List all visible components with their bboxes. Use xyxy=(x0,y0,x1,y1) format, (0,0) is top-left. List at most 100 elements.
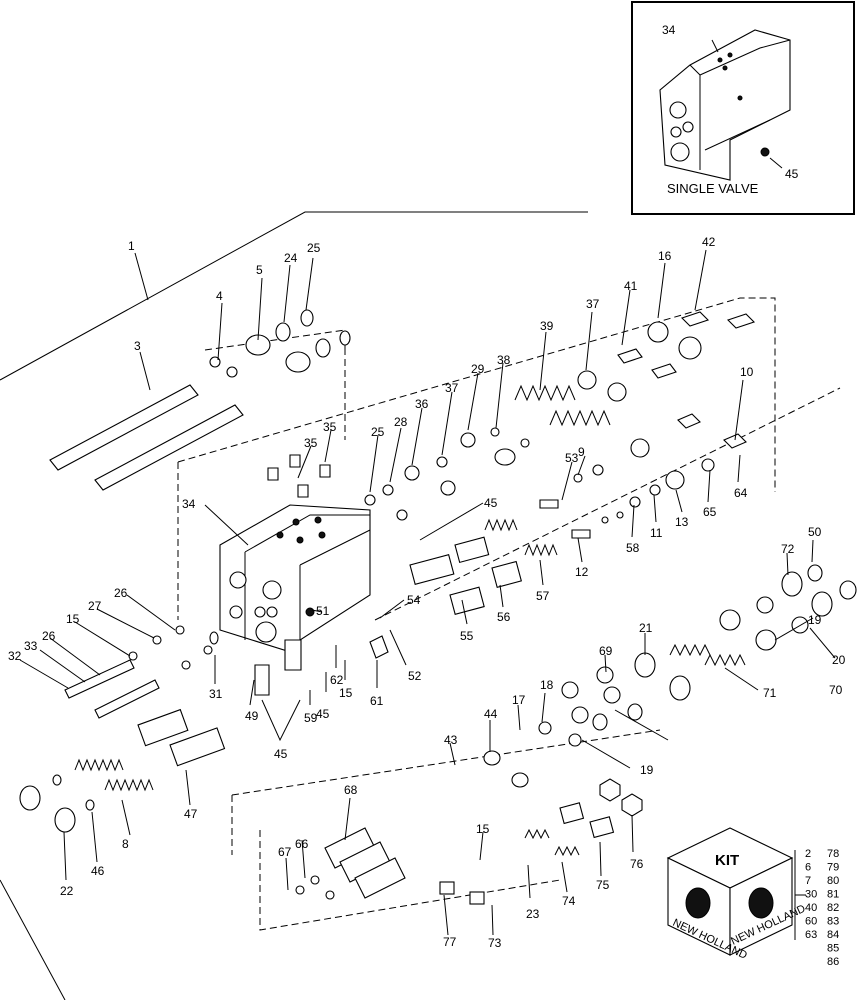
kit-box: KIT NEW HOLLAND NEW HOLLAND xyxy=(666,827,807,962)
callout-67: 67 xyxy=(278,845,292,859)
callout-56: 56 xyxy=(497,610,511,624)
callout-50: 50 xyxy=(808,525,822,539)
callout-72: 72 xyxy=(781,542,795,556)
callout-3: 3 xyxy=(134,339,141,353)
kit-part-80: 80 xyxy=(827,875,839,887)
callout-47: 47 xyxy=(184,807,198,821)
callout-19: 19 xyxy=(640,763,654,777)
callout-45: 45 xyxy=(316,707,330,721)
kit-part-81: 81 xyxy=(827,889,839,901)
callout-45: 45 xyxy=(274,747,288,761)
kit-part-6: 6 xyxy=(805,862,811,874)
callout-69: 69 xyxy=(599,644,613,658)
springs xyxy=(74,384,746,857)
callout-46: 46 xyxy=(91,864,105,878)
callout-33: 33 xyxy=(24,639,38,653)
callout-71: 71 xyxy=(763,686,777,700)
kit-part-83: 83 xyxy=(827,916,839,928)
callout-25: 25 xyxy=(307,241,321,255)
kit-part-30: 30 xyxy=(805,889,817,901)
callout-44: 44 xyxy=(484,707,498,721)
callout-35: 35 xyxy=(323,420,337,434)
callout-22: 22 xyxy=(60,884,74,898)
callout-17: 17 xyxy=(512,693,526,707)
kit-part-84: 84 xyxy=(827,929,839,941)
inset-title: SINGLE VALVE xyxy=(667,181,759,196)
callout-27: 27 xyxy=(88,599,102,613)
callout-39: 39 xyxy=(540,319,554,333)
callout-58: 58 xyxy=(626,541,640,555)
callout-16: 16 xyxy=(658,249,672,263)
callout-42: 42 xyxy=(702,235,716,249)
callout-57: 57 xyxy=(536,589,550,603)
callout-41: 41 xyxy=(624,279,638,293)
callout-61: 61 xyxy=(370,694,384,708)
inset-label-34: 34 xyxy=(662,23,676,37)
callout-37: 37 xyxy=(445,381,459,395)
kit-part-7: 7 xyxy=(805,875,811,887)
callout-10: 10 xyxy=(740,365,754,379)
callout-68: 68 xyxy=(344,783,358,797)
callout-35: 35 xyxy=(304,436,318,450)
callout-75: 75 xyxy=(596,878,610,892)
callout-12: 12 xyxy=(575,565,589,579)
callout-37: 37 xyxy=(586,297,600,311)
callout-74: 74 xyxy=(562,894,576,908)
callout-51: 51 xyxy=(316,604,330,618)
callout-18: 18 xyxy=(540,678,554,692)
inset-label-45: 45 xyxy=(785,167,799,181)
callout-43: 43 xyxy=(444,733,458,747)
callout-11: 11 xyxy=(650,526,663,540)
callout-15: 15 xyxy=(476,822,490,836)
callout-62: 62 xyxy=(330,673,344,687)
leader-lines xyxy=(19,249,836,936)
callout-29: 29 xyxy=(471,362,485,376)
callout-31: 31 xyxy=(209,687,223,701)
main-valve-body xyxy=(219,504,371,656)
callout-55: 55 xyxy=(460,629,474,643)
kit-part-85: 85 xyxy=(827,943,839,955)
callout-15: 15 xyxy=(339,686,353,700)
callout-65: 65 xyxy=(703,505,717,519)
callout-15: 15 xyxy=(66,612,80,626)
callout-9: 9 xyxy=(578,445,585,459)
callout-32: 32 xyxy=(8,649,22,663)
seals-and-rings xyxy=(19,309,857,905)
callout-34: 34 xyxy=(182,497,196,511)
callout-70: 70 xyxy=(829,683,843,697)
callout-24: 24 xyxy=(284,251,298,265)
callout-64: 64 xyxy=(734,486,748,500)
callout-13: 13 xyxy=(675,515,689,529)
kit-part-60: 60 xyxy=(805,916,817,928)
callout-26: 26 xyxy=(114,586,128,600)
callout-5: 5 xyxy=(256,263,263,277)
callout-36: 36 xyxy=(415,397,429,411)
callout-54: 54 xyxy=(407,593,421,607)
kit-title: KIT xyxy=(715,852,739,869)
callout-23: 23 xyxy=(526,907,540,921)
callout-26: 26 xyxy=(42,629,56,643)
kit-part-40: 40 xyxy=(805,902,817,914)
callout-49: 49 xyxy=(245,709,259,723)
kit-part-86: 86 xyxy=(827,956,839,968)
callout-1: 1 xyxy=(128,239,135,253)
kit-part-2: 2 xyxy=(805,848,811,860)
callout-21: 21 xyxy=(639,621,653,635)
kit-part-63: 63 xyxy=(805,929,817,941)
callout-19: 19 xyxy=(808,613,822,627)
callout-45: 45 xyxy=(484,496,498,510)
kit-part-79: 79 xyxy=(827,862,839,874)
kit-part-82: 82 xyxy=(827,902,839,914)
callout-28: 28 xyxy=(394,415,408,429)
callout-59: 59 xyxy=(304,711,318,725)
callout-52: 52 xyxy=(408,669,422,683)
callout-4: 4 xyxy=(216,289,223,303)
callout-8: 8 xyxy=(122,837,129,851)
callout-38: 38 xyxy=(497,353,511,367)
callout-77: 77 xyxy=(443,935,457,949)
callout-73: 73 xyxy=(488,936,502,950)
